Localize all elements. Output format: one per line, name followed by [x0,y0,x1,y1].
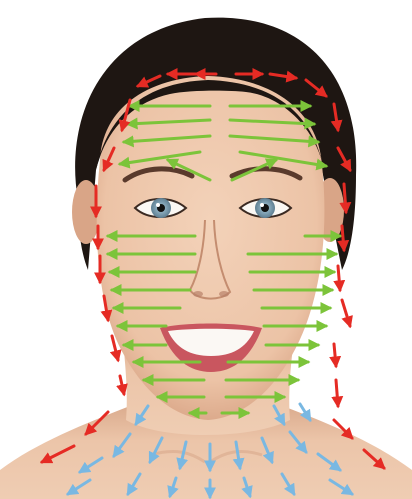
red-arrow [338,266,340,290]
red-arrow [344,184,346,212]
red-arrow [334,344,336,366]
red-arrow [342,300,350,326]
red-arrow [120,376,124,394]
red-arrow [336,380,338,406]
red-arrow [342,226,344,250]
